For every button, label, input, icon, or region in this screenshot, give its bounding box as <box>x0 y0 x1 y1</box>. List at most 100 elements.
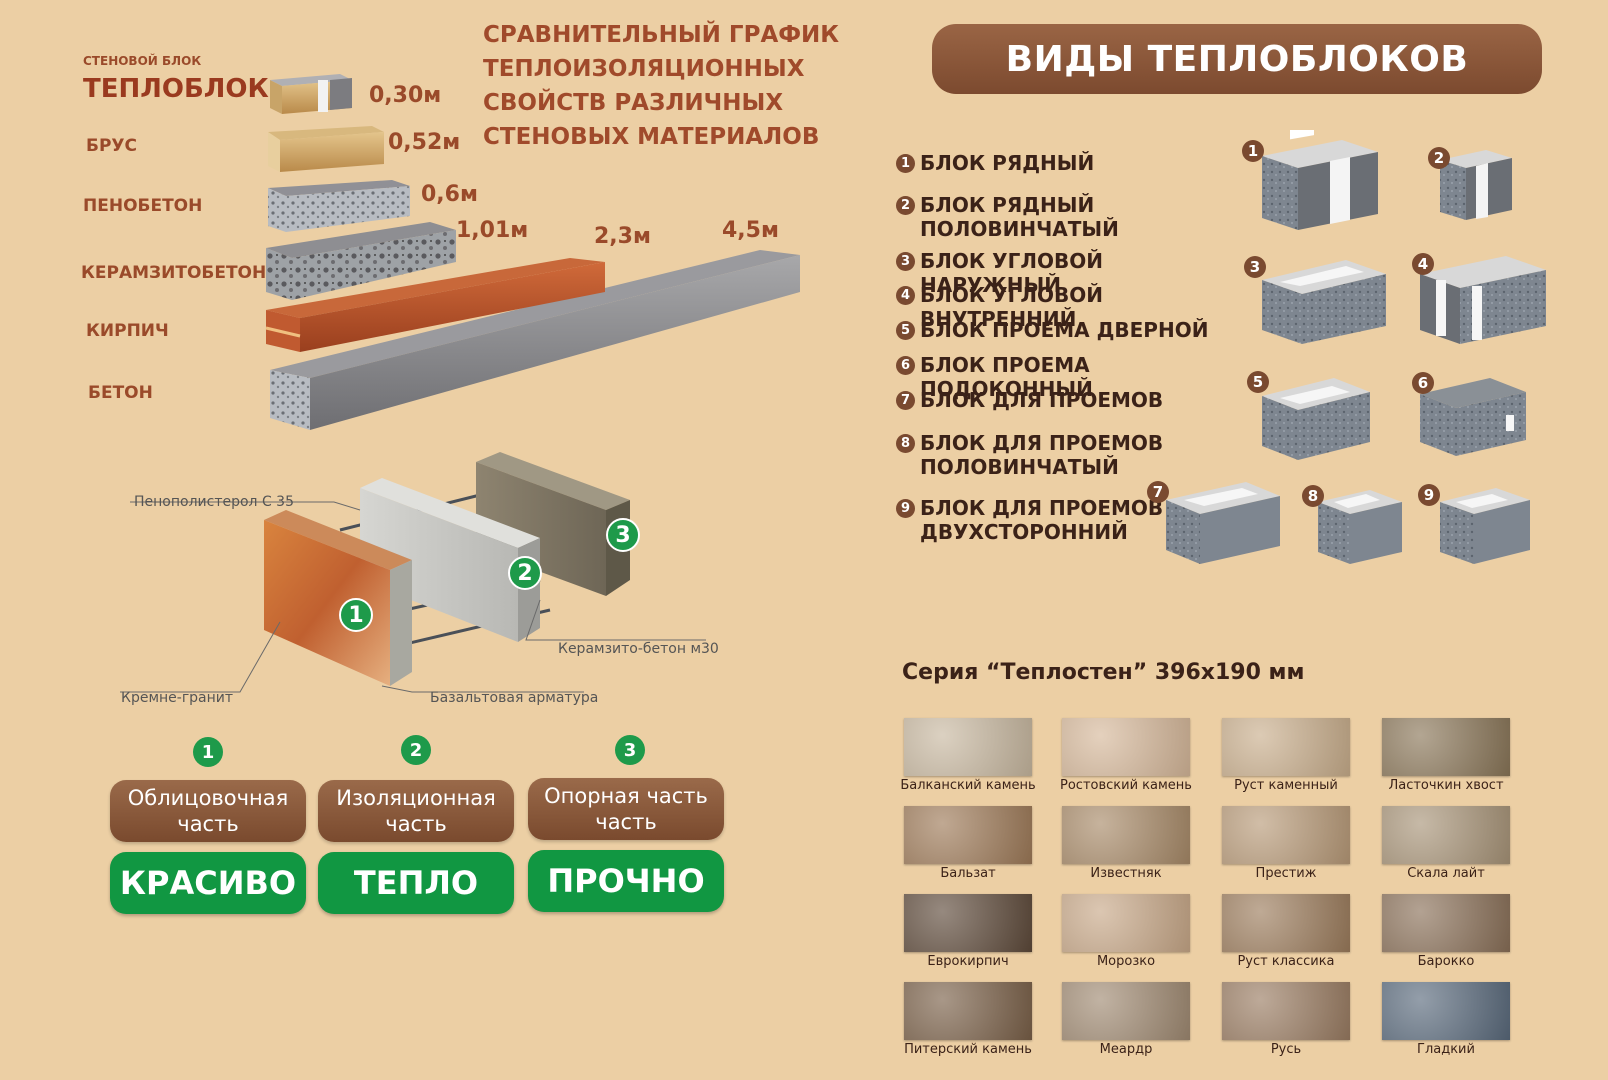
block-image-9 <box>1440 488 1530 564</box>
block-image-5 <box>1262 378 1370 460</box>
thickness-penobeton: 0,6м <box>421 182 478 207</box>
bar-keramzitobeton <box>266 222 456 300</box>
type-label: БЛОК ПРОЕМА ПОДОКОННЫЙ <box>920 353 1093 401</box>
texture-label: Морозко <box>1096 954 1156 969</box>
type-label: БЛОК УГЛОВОЙ ВНУТРЕННИЙ <box>920 283 1103 331</box>
part-number-1: 1 <box>193 737 223 767</box>
type-number: 8 <box>896 434 915 453</box>
block-structure-diagram <box>120 452 706 693</box>
texture-label: Бальзат <box>940 866 996 881</box>
texture-label: Меардр <box>1099 1042 1153 1057</box>
type-number: 3 <box>896 252 915 271</box>
type-item-7: 7 БЛОК ДЛЯ ПРОЕМОВ <box>896 388 1163 412</box>
block-number-4: 4 <box>1412 253 1434 275</box>
block-types-illustration <box>1166 130 1546 564</box>
texture-swatch <box>1222 806 1350 864</box>
annotation-support: Керамзито-бетон м30 <box>558 641 719 657</box>
texture-swatch <box>904 982 1032 1040</box>
thickness-brus: 0,52м <box>388 130 461 155</box>
type-number: 6 <box>896 356 915 375</box>
type-item-1: 1 БЛОК РЯДНЫЙ <box>896 151 1094 175</box>
block-number-8: 8 <box>1302 485 1324 507</box>
thickness-keramzitobeton: 1,01м <box>456 218 529 243</box>
block-number-1: 1 <box>1242 140 1264 162</box>
material-label-kirpich: КИРПИЧ <box>86 321 169 341</box>
thickness-kirpich: 2,3м <box>594 224 651 249</box>
type-number: 1 <box>896 154 915 173</box>
texture-swatch <box>1222 894 1350 952</box>
block-image-4 <box>1420 256 1546 344</box>
types-title: ВИДЫ ТЕПЛОБЛОКОВ <box>932 24 1542 94</box>
block-image-7 <box>1166 482 1280 564</box>
texture-swatch <box>904 894 1032 952</box>
bar-brus <box>268 126 384 172</box>
block-number-6: 6 <box>1412 372 1434 394</box>
texture-swatch <box>904 718 1032 776</box>
type-number: 5 <box>896 321 915 340</box>
texture-label: Гладкий <box>1417 1042 1475 1057</box>
type-item-2: 2 БЛОК РЯДНЫЙ ПОЛОВИНЧАТЫЙ <box>896 193 1119 241</box>
block-number-5: 5 <box>1247 371 1269 393</box>
part-label-insulation: Изоляционная часть <box>318 780 514 842</box>
texture-label: Известняк <box>1090 866 1162 881</box>
slogan-beautiful: КРАСИВО <box>110 852 306 914</box>
type-number: 4 <box>896 286 915 305</box>
wall-block-caption: СТЕНОВОЙ БЛОК <box>83 54 202 68</box>
block-image-1 <box>1262 130 1378 230</box>
type-label: БЛОК ДЛЯ ПРОЕМОВ ПОЛОВИНЧАТЫЙ <box>920 431 1164 479</box>
block-number-2: 2 <box>1428 147 1450 169</box>
texture-swatch <box>1062 806 1190 864</box>
block-image-8 <box>1318 490 1402 564</box>
texture-swatch <box>904 806 1032 864</box>
type-item-4: 4 БЛОК УГЛОВОЙ ВНУТРЕННИЙ <box>896 283 1236 331</box>
texture-label: Руст каменный <box>1234 778 1338 793</box>
part-label-support: Опорная часть часть <box>528 778 724 840</box>
part-label-facing: Облицовочная часть <box>110 780 306 842</box>
texture-label: Скала лайт <box>1407 866 1485 881</box>
material-label-penobeton: ПЕНОБЕТОН <box>83 196 203 216</box>
texture-label: Престиж <box>1255 866 1317 881</box>
texture-label: Еврокирпич <box>927 954 1009 969</box>
annotation-insulation: Пенополистерол С 35 <box>134 494 294 510</box>
block-image-3 <box>1262 260 1386 344</box>
slogan-strong: ПРОЧНО <box>528 850 724 912</box>
type-label: БЛОК ДЛЯ ПРОЕМОВ ДВУХСТОРОННИЙ <box>920 496 1164 544</box>
diagram-marker-3: 3 <box>606 518 640 552</box>
texture-swatch <box>1222 982 1350 1040</box>
block-number-7: 7 <box>1147 481 1169 503</box>
material-label-beton: БЕТОН <box>88 383 153 403</box>
texture-swatch <box>1222 718 1350 776</box>
texture-label: Питерский камень <box>904 1042 1032 1057</box>
texture-swatch <box>1382 982 1510 1040</box>
thickness-beton: 4,5м <box>722 218 779 243</box>
texture-swatch <box>1382 718 1510 776</box>
texture-label: Руст классика <box>1237 954 1335 969</box>
type-number: 2 <box>896 196 915 215</box>
texture-swatch <box>1062 982 1190 1040</box>
block-image-2 <box>1440 150 1512 220</box>
type-label: БЛОК УГЛОВОЙ НАРУЖНЫЙ <box>920 249 1103 297</box>
type-label: БЛОК РЯДНЫЙ <box>920 151 1095 175</box>
material-label-teploblok: ТЕПЛОБЛОК <box>83 74 269 104</box>
diagram-marker-1: 1 <box>339 598 373 632</box>
material-bars <box>265 74 800 430</box>
type-label: БЛОК РЯДНЫЙ ПОЛОВИНЧАТЫЙ <box>920 193 1119 241</box>
diagram-marker-2: 2 <box>508 556 542 590</box>
type-item-9: 9 БЛОК ДЛЯ ПРОЕМОВ ДВУХСТОРОННИЙ <box>896 496 1170 544</box>
texture-swatch <box>1062 894 1190 952</box>
block-number-9: 9 <box>1418 484 1440 506</box>
bar-penobeton <box>268 180 410 232</box>
part-number-3: 3 <box>615 735 645 765</box>
type-label: БЛОК ПРОЕМА ДВЕРНОЙ <box>920 318 1209 342</box>
slogan-warm: ТЕПЛО <box>318 852 514 914</box>
annotation-rebar: Базальтовая арматура <box>430 690 599 706</box>
block-number-3: 3 <box>1244 256 1266 278</box>
texture-label: Балканский камень <box>900 778 1036 793</box>
type-item-3: 3 БЛОК УГЛОВОЙ НАРУЖНЫЙ <box>896 249 1236 297</box>
thickness-teploblok: 0,30м <box>369 83 442 108</box>
texture-swatch <box>1062 718 1190 776</box>
texture-label: Барокко <box>1417 954 1475 969</box>
type-item-8: 8 БЛОК ДЛЯ ПРОЕМОВ ПОЛОВИНЧАТЫЙ <box>896 431 1170 479</box>
texture-swatch <box>1382 894 1510 952</box>
annotation-facing: Кремне-гранит <box>121 690 234 706</box>
